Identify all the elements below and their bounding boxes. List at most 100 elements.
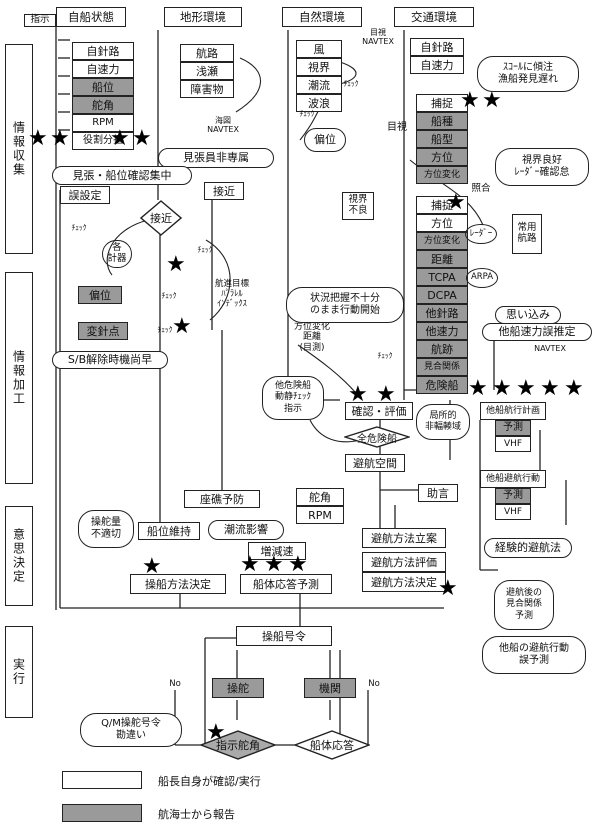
box-speed-change: 増減速 xyxy=(248,542,306,560)
label-collate: 照合 xyxy=(471,183,491,194)
oval-visibility-good: 視界良好 ﾚｰﾀﾞｰ確認怠 xyxy=(495,148,589,186)
star-marker: ★ xyxy=(438,576,458,601)
oval-other-danger-check: 他危険船 動静ﾁｪｯｸ 指示 xyxy=(262,376,324,420)
legend-white-text: 船長自身が確認/実行 xyxy=(158,775,261,788)
capture2-item-5: DCPA xyxy=(416,286,468,304)
oval-om-mistake: Q/M操舵号令 勘違い xyxy=(80,713,182,747)
star-marker: ★ xyxy=(132,126,152,151)
oval-squall: ｽｺｰﾙに傾注 漁船発見遅れ xyxy=(477,56,579,92)
box-ship-response-predict: 船体応答予測 xyxy=(240,574,332,594)
header-terrain: 地形環境 xyxy=(164,7,242,27)
star-marker: ★ xyxy=(468,376,488,401)
capture2-item-4: TCPA xyxy=(416,268,468,286)
label-mokushi-navtex: 目視 NAVTEX xyxy=(362,28,394,47)
nature-item-3: 波浪 xyxy=(296,94,342,112)
diamond-order-rudder: 指示舵角 xyxy=(200,730,276,760)
oval-status-insufficient: 状況把握不十分 のまま行動開始 xyxy=(286,287,404,323)
box-steer: 操舵 xyxy=(212,678,264,698)
capture2-item-0: 捕捉 xyxy=(416,196,468,214)
box-predict-1: 予測 xyxy=(495,420,531,436)
own-ship-item-1: 自速力 xyxy=(72,60,134,78)
box-rudder: 舵角 xyxy=(296,488,344,506)
box-turning-point: 変針点 xyxy=(78,322,128,340)
label-kaizu-navtex: 海図 NAVTEX xyxy=(207,116,239,135)
nature-item-2: 潮流 xyxy=(296,76,342,94)
capture1-item-1: 船種 xyxy=(416,112,468,130)
star-marker: ★ xyxy=(460,88,480,113)
box-ship-decide: 操船方法決定 xyxy=(130,574,226,594)
label-no-right: No xyxy=(368,679,380,689)
label-each-gauge: 各 計器 xyxy=(102,240,132,268)
oval-lookout-not-dedicated: 見張員非専属 xyxy=(158,148,274,168)
label-parallel-index: 航進目標 ﾊﾟﾗﾚﾙ ｲﾝﾃﾞｯｸｽ xyxy=(214,279,249,309)
label-instruct: 指示 xyxy=(24,14,56,27)
label-navtex: NAVTEX xyxy=(534,344,566,353)
label-arpa: ARPA xyxy=(466,268,498,288)
capture2-item-1: 方位 xyxy=(416,214,468,232)
box-command: 操船号令 xyxy=(236,626,332,646)
own-ship-item-0: 自針路 xyxy=(72,42,134,60)
box-other-action: 他船避航行動 xyxy=(480,470,546,488)
box-keep-pos: 船位維持 xyxy=(138,522,200,540)
box-other-plan: 他船航行計画 xyxy=(480,402,546,420)
terrain-item-1: 浅瀬 xyxy=(180,62,234,80)
box-avoid-decide: 避航方法決定 xyxy=(362,572,446,592)
own-ship-item-5: 役割分担 xyxy=(72,132,134,150)
star-marker: ★ xyxy=(172,314,192,339)
label-radar: ﾚｰﾀﾞｰ xyxy=(465,224,497,245)
box-avoid-space: 避航空間 xyxy=(345,454,405,472)
traffic-own-item-1: 自速力 xyxy=(410,56,464,74)
nature-item-0: 風 xyxy=(296,40,342,58)
terrain-item-2: 障害物 xyxy=(180,80,234,98)
header-traffic: 交通環境 xyxy=(394,7,474,27)
box-vhf-2: VHF xyxy=(495,504,531,520)
own-ship-item-2: 船位 xyxy=(72,78,134,96)
star-marker: ★ xyxy=(264,552,284,577)
box-mis-setting: 誤設定 xyxy=(60,186,110,204)
box-approach: 接近 xyxy=(204,182,244,200)
label-mokushi: 目視 xyxy=(387,122,407,133)
box-avoid-plan: 避航方法立案 xyxy=(362,528,446,548)
capture2-item-8: 航跡 xyxy=(416,340,468,358)
star-marker: ★ xyxy=(288,552,308,577)
star-marker: ★ xyxy=(516,376,536,401)
capture2-item-3: 距離 xyxy=(416,250,468,268)
label-check-7: ﾁｪｯｸ xyxy=(157,325,173,334)
oval-nature-deviation: 偏位 xyxy=(304,128,346,152)
star-marker: ★ xyxy=(110,126,130,151)
capture2-item-6: 他針路 xyxy=(416,304,468,322)
star-marker: ★ xyxy=(540,376,560,401)
label-no-left: No xyxy=(169,679,181,689)
label-visibility-bad: 視界 不良 xyxy=(342,192,374,220)
label-regular-route: 常用 航路 xyxy=(512,214,542,254)
label-check-2: ﾁｪｯｸ xyxy=(299,109,315,118)
box-avoid-eval: 避航方法評価 xyxy=(362,552,446,572)
star-marker: ★ xyxy=(142,554,162,579)
box-advice: 助言 xyxy=(418,484,458,502)
own-ship-item-4: RPM xyxy=(72,114,134,132)
phase-decision: 意思決定 xyxy=(5,506,33,606)
star-marker: ★ xyxy=(166,252,186,277)
capture2-item-9: 見合関係 xyxy=(416,358,468,376)
box-vhf-1: VHF xyxy=(495,436,531,452)
oval-lookout-overlap: 見張・船位確認集中 xyxy=(52,166,192,185)
header-nature: 自然環境 xyxy=(282,7,362,27)
oval-rudder-bad: 操舵量 不適切 xyxy=(78,510,134,548)
star-marker: ★ xyxy=(482,88,502,113)
diamond-hull-response: 船体応答 xyxy=(294,730,370,760)
box-confirm-eval: 確認・評価 xyxy=(345,402,413,420)
label-bearing-change: 方位変化 距離 (目測) xyxy=(293,322,330,353)
oval-assumption: 思い込み xyxy=(495,306,561,324)
header-own-ship: 自船状態 xyxy=(56,7,126,27)
label-check-1: ﾁｪｯｸ xyxy=(343,79,359,88)
oval-other-avoid-wrong: 他船の避航行動 誤予測 xyxy=(482,636,586,674)
label-check-5: ﾁｪｯｸ xyxy=(161,291,177,300)
legend-white-swatch xyxy=(62,771,142,789)
box-engine: 機関 xyxy=(304,678,356,698)
capture2-item-10: 危険船 xyxy=(416,376,468,394)
diamond-all-dangerous: 全危険船 xyxy=(344,426,410,448)
capture1-item-0: 捕捉 xyxy=(416,94,468,112)
legend-gray-swatch xyxy=(62,804,142,822)
diamond-approach: 接近 xyxy=(140,200,182,236)
label-check-4: ﾁｪｯｸ xyxy=(197,245,213,254)
